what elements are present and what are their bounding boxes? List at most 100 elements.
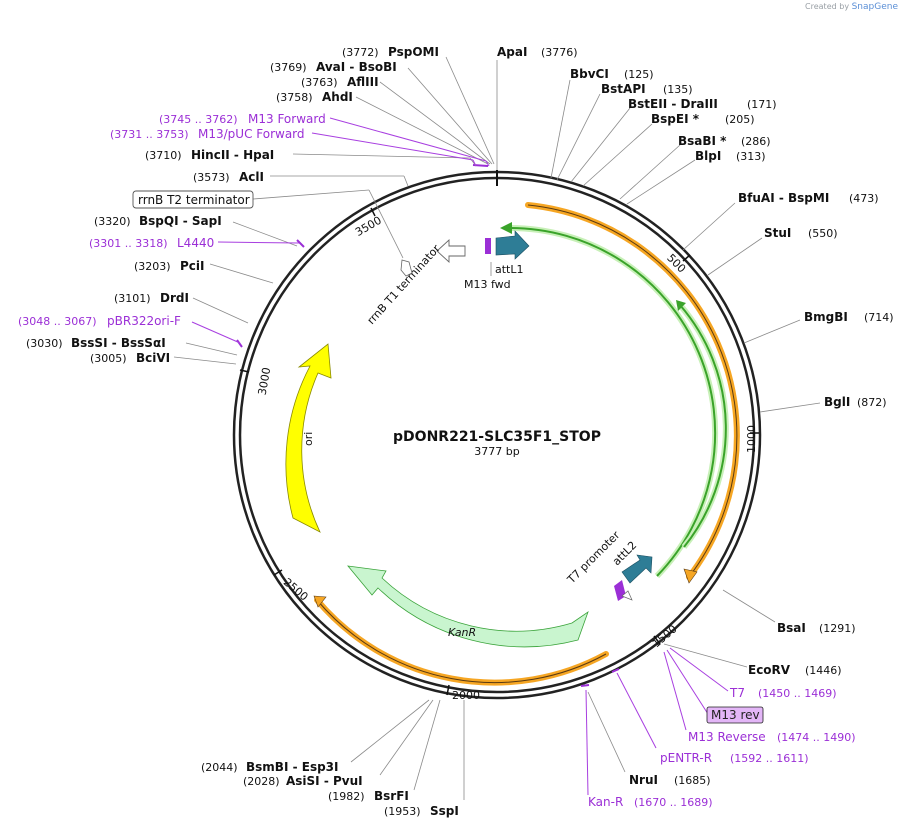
enzyme-apai[interactable]: ApaI (3776) <box>496 45 578 170</box>
enzyme-bspei[interactable]: BspEI * (205) <box>582 112 755 187</box>
svg-text:(286): (286) <box>741 135 771 148</box>
enzyme-ecorv[interactable]: EcoRV (1446) <box>663 643 842 677</box>
enzyme-afliii[interactable]: AflIII (3763) <box>301 75 491 165</box>
svg-text:PciI: PciI <box>180 259 205 273</box>
enzyme-pspomi[interactable]: PspOMI (3772) <box>342 45 495 165</box>
svg-text:(3745 .. 3762): (3745 .. 3762) <box>159 113 238 126</box>
enzyme-bsrfi[interactable]: BsrFI (1982) <box>328 699 441 803</box>
svg-text:AclI: AclI <box>239 170 264 184</box>
svg-text:2000: 2000 <box>452 689 480 702</box>
enzyme-bfuai-bspmi[interactable]: BfuAI - BspMI (473) <box>682 191 879 251</box>
svg-text:AsiSI - PvuI: AsiSI - PvuI <box>286 774 363 788</box>
rrnb-t1-terminator-label: rrnB T1 terminator <box>365 242 443 327</box>
svg-text:(1982): (1982) <box>328 790 365 803</box>
enzyme-bspqi-sapi[interactable]: BspQI - SapI (3320) <box>94 214 298 247</box>
svg-text:PspOMI: PspOMI <box>388 45 439 59</box>
l4440-site <box>296 239 305 248</box>
svg-text:EcoRV: EcoRV <box>748 663 791 677</box>
m13-rev-marker <box>614 580 626 601</box>
enzyme-bcivi[interactable]: BciVI (3005) <box>90 351 237 365</box>
enzyme-stui[interactable]: StuI (550) <box>707 226 838 276</box>
svg-text:BlpI: BlpI <box>695 149 721 163</box>
svg-text:(1592 .. 1611): (1592 .. 1611) <box>730 752 809 765</box>
green-feature-arc-1-glow <box>507 224 719 579</box>
svg-text:DrdI: DrdI <box>160 291 189 305</box>
primer-kan-r[interactable]: Kan-R (1670 .. 1689) <box>585 689 713 809</box>
svg-text:SspI: SspI <box>430 804 459 818</box>
svg-text:M13 rev: M13 rev <box>711 708 760 722</box>
ori-arrow <box>285 343 332 533</box>
svg-text:(473): (473) <box>849 192 879 205</box>
svg-text:L4440: L4440 <box>177 236 214 250</box>
svg-text:(135): (135) <box>663 83 693 96</box>
svg-text:Kan-R: Kan-R <box>588 795 623 809</box>
enzyme-bmgbi[interactable]: BmgBI (714) <box>743 310 894 344</box>
primer-pbr322ori-f[interactable]: pBR322ori-F (3048 .. 3067) <box>18 314 241 344</box>
primer-m13-forward[interactable]: M13 Forward (3745 .. 3762) <box>159 112 490 167</box>
tick-2000: 2000 <box>446 684 480 702</box>
svg-text:AvaI - BsoBI: AvaI - BsoBI <box>316 60 397 74</box>
enzyme-bstapi[interactable]: BstAPI (135) <box>556 82 693 181</box>
svg-text:(1670 .. 1689): (1670 .. 1689) <box>634 796 713 809</box>
enzyme-avai-bsobi[interactable]: AvaI - BsoBI (3769) <box>270 60 493 165</box>
svg-text:pENTR-R: pENTR-R <box>660 751 712 765</box>
tick-1500: 1500 <box>650 622 680 650</box>
enzyme-pcii[interactable]: PciI (3203) <box>134 259 274 284</box>
enzyme-asisi-pvui[interactable]: AsiSI - PvuI (2028) <box>243 699 434 788</box>
snapgene-logo: SnapGene <box>851 2 898 12</box>
enzyme-blpi[interactable]: BlpI (313) <box>626 149 766 205</box>
orange-feature-arc-1 <box>525 202 740 580</box>
enzyme-sspi[interactable]: SspI (1953) <box>384 700 465 818</box>
svg-text:BfuAI - BspMI: BfuAI - BspMI <box>738 191 829 205</box>
green-feature-arc-2 <box>679 304 727 548</box>
enzyme-ahdi[interactable]: AhdI (3758) <box>276 90 489 165</box>
svg-text:3500: 3500 <box>353 214 384 239</box>
enzyme-bsmbi-esp3i[interactable]: BsmBI - Esp3I (2044) <box>201 699 430 774</box>
m13-fwd-label: M13 fwd <box>464 278 511 291</box>
svg-text:(550): (550) <box>808 227 838 240</box>
orange-feature-arc-1-core <box>527 204 738 578</box>
orange-arrowhead-1 <box>683 568 698 584</box>
green-feature-arc-1 <box>507 226 717 577</box>
svg-text:(2044): (2044) <box>201 761 238 774</box>
rrnb-t2-terminator-arrow <box>400 259 413 277</box>
svg-text:(171): (171) <box>747 98 777 111</box>
svg-text:(3320): (3320) <box>94 215 131 228</box>
svg-text:(3763): (3763) <box>301 76 338 89</box>
enzyme-hincii-hpai[interactable]: HincII - HpaI (3710) <box>145 148 477 167</box>
kanr-arrow <box>347 565 589 648</box>
enzyme-acli[interactable]: AclI (3573) <box>193 170 409 187</box>
svg-text:AhdI: AhdI <box>322 90 353 104</box>
primer-m13-rev[interactable]: M13 rev <box>666 649 764 724</box>
svg-text:BglI: BglI <box>824 395 850 409</box>
svg-text:(205): (205) <box>725 113 755 126</box>
enzyme-bgli[interactable]: BglI (872) <box>759 395 887 413</box>
primer-t7[interactable]: T7 (1450 .. 1469) <box>669 647 837 700</box>
svg-text:(3710): (3710) <box>145 149 182 162</box>
svg-text:NruI: NruI <box>629 773 658 787</box>
svg-text:BstEII - DraIII: BstEII - DraIII <box>628 97 718 111</box>
svg-text:(1450 .. 1469): (1450 .. 1469) <box>758 687 837 700</box>
primer-m13-reverse[interactable]: M13 Reverse (1474 .. 1490) <box>663 651 856 744</box>
svg-text:BstAPI: BstAPI <box>601 82 646 96</box>
svg-text:(3758): (3758) <box>276 91 313 104</box>
rrnb-t2-terminator[interactable]: rrnB T2 terminator <box>132 189 404 259</box>
svg-text:3000: 3000 <box>256 366 274 396</box>
svg-text:(3731 .. 3753): (3731 .. 3753) <box>110 128 189 141</box>
enzyme-bsteii-draiii[interactable]: BstEII - DraIII (171) <box>570 97 777 183</box>
enzyme-bbvci[interactable]: BbvCI (125) <box>550 67 654 179</box>
svg-text:BspEI *: BspEI * <box>651 112 700 126</box>
primer-pentr-r[interactable]: pENTR-R (1592 .. 1611) <box>616 672 809 765</box>
enzyme-drdi[interactable]: DrdI (3101) <box>114 291 249 324</box>
svg-text:(1291): (1291) <box>819 622 856 635</box>
enzyme-nrui[interactable]: NruI (1685) <box>587 691 711 787</box>
svg-text:M13 Reverse: M13 Reverse <box>688 730 766 744</box>
primer-m13-puc-forward[interactable]: M13/pUC Forward (3731 .. 3753) <box>110 127 477 167</box>
svg-text:BssSI - BssSαI: BssSI - BssSαI <box>71 336 166 350</box>
primer-l4440[interactable]: L4440 (3301 .. 3318) <box>89 236 300 250</box>
enzyme-bsssi-bsssai[interactable]: BssSI - BssSαI (3030) <box>26 336 238 356</box>
enzyme-bsai[interactable]: BsaI (1291) <box>722 589 856 635</box>
svg-text:BsaBI *: BsaBI * <box>678 134 727 148</box>
svg-text:T7: T7 <box>729 686 745 700</box>
enzyme-bsabi[interactable]: BsaBI * (286) <box>619 134 771 200</box>
